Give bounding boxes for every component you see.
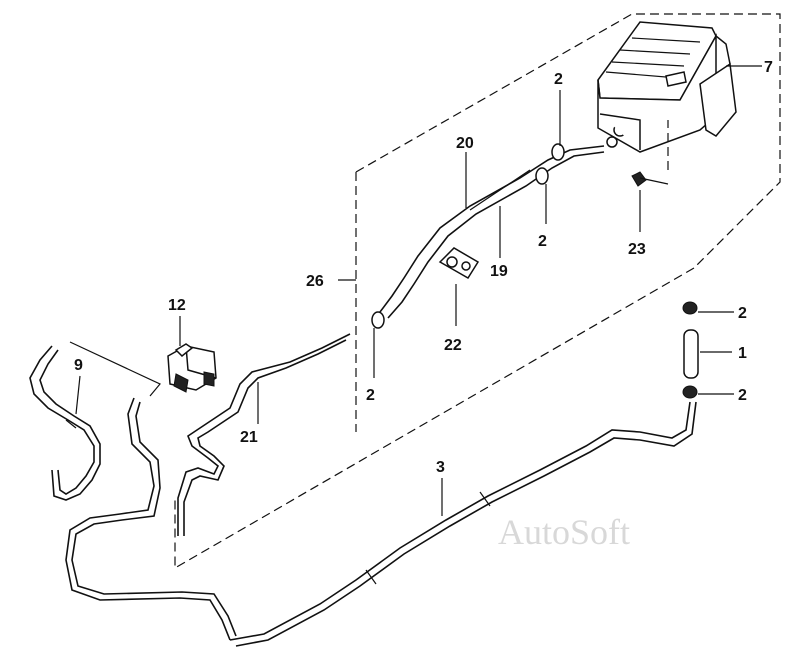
hose-valve-down-inner (71, 401, 237, 637)
watermark: AutoSoft (498, 512, 630, 552)
clamp-upper-b (535, 167, 549, 185)
assembly-26-boundary (174, 13, 781, 570)
leader-9 (75, 375, 81, 415)
clamp-right-bottom (682, 385, 698, 399)
joint-hose-1 (683, 329, 699, 379)
callout-2-lower: 2 (366, 387, 375, 404)
hose-20 (379, 145, 605, 313)
hose-19 (387, 151, 605, 319)
callout-7: 7 (764, 59, 773, 76)
hose-9-marker (65, 419, 77, 429)
clamp-right-top (682, 301, 698, 315)
charcoal-canister (597, 21, 737, 153)
hose-9 (29, 345, 95, 495)
line-3 (229, 401, 691, 641)
bolt-23 (631, 171, 669, 187)
callout-2-middle: 2 (538, 233, 547, 250)
callout-22: 22 (444, 337, 462, 354)
hose-9-inner (39, 349, 101, 501)
line-3-marker-b (479, 491, 491, 507)
hose-21-inner (183, 339, 347, 536)
callout-26: 26 (306, 273, 324, 290)
callout-12: 12 (168, 297, 186, 314)
callout-2-right-top: 2 (738, 305, 747, 322)
callout-19: 19 (490, 263, 508, 280)
hose-21 (177, 333, 351, 536)
callout-2-right-bottom: 2 (738, 387, 747, 404)
line-3-marker-a (365, 569, 377, 585)
callout-3: 3 (436, 459, 445, 476)
callout-2-top: 2 (554, 71, 563, 88)
line-3-inner (235, 401, 697, 647)
callout-9: 9 (74, 357, 83, 374)
hose-9-valve-link (69, 341, 161, 397)
hose-valve-down (65, 397, 231, 641)
hose-clip-22 (438, 247, 480, 280)
clamp-lower-c (371, 311, 385, 329)
hose-20-stripe (469, 169, 531, 211)
callout-21: 21 (240, 429, 258, 446)
purge-valve-12 (167, 343, 217, 393)
callout-23: 23 (628, 241, 646, 258)
callout-1: 1 (738, 345, 747, 362)
clamp-upper-a (551, 143, 565, 161)
callout-20: 20 (456, 135, 474, 152)
